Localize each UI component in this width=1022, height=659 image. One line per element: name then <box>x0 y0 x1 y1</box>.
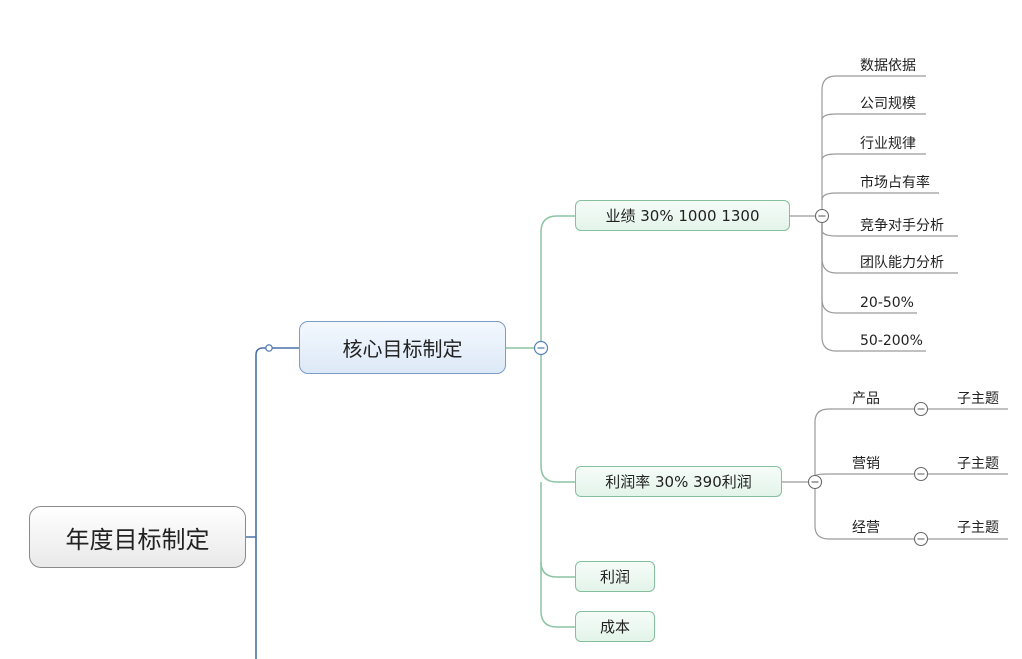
main-branch-lines <box>506 215 575 628</box>
profit-rate-collapse-icon <box>807 474 823 490</box>
root-topic[interactable]: 年度目标制定 <box>29 506 246 568</box>
main-collapse-icon <box>533 340 549 356</box>
subtopic-profit-rate[interactable]: 利润率 30% 390利润 <box>575 466 782 497</box>
main-collapse-dot <box>265 344 273 352</box>
leaf-product-subtopic[interactable]: 子主题 <box>957 391 999 407</box>
leaf-operations-subtopic[interactable]: 子主题 <box>957 520 999 536</box>
leaf-range-20-50[interactable]: 20-50% <box>860 295 914 311</box>
branch-to-cost <box>540 562 575 628</box>
leaf-marketing[interactable]: 营销 <box>852 456 880 472</box>
branch-to-performance <box>540 215 575 348</box>
subtopic-performance[interactable]: 业绩 30% 1000 1300 <box>575 200 790 231</box>
branch-to-profit-rate <box>540 348 575 483</box>
leaf-industry-pattern[interactable]: 行业规律 <box>860 136 916 152</box>
branch-to-profit <box>540 482 575 578</box>
leaf-competitor-analysis[interactable]: 竞争对手分析 <box>860 218 944 234</box>
leaf-company-scale[interactable]: 公司规模 <box>860 96 916 112</box>
performance-leaf-lines <box>790 75 958 352</box>
leaf-range-50-200[interactable]: 50-200% <box>860 333 923 349</box>
root-to-main-line <box>246 347 267 538</box>
leaf-product[interactable]: 产品 <box>852 391 880 407</box>
leaf-market-share[interactable]: 市场占有率 <box>860 175 930 191</box>
leaf-team-ability-analysis[interactable]: 团队能力分析 <box>860 255 944 271</box>
performance-collapse-icon <box>814 208 830 224</box>
leaf-marketing-subtopic[interactable]: 子主题 <box>957 456 999 472</box>
leaf-operations[interactable]: 经营 <box>852 520 880 536</box>
child-collapse-icons <box>913 401 929 547</box>
leaf-data-basis[interactable]: 数据依据 <box>860 58 916 74</box>
subtopic-cost[interactable]: 成本 <box>575 611 655 642</box>
subtopic-profit[interactable]: 利润 <box>575 561 655 592</box>
main-topic-core-goal[interactable]: 核心目标制定 <box>299 321 506 374</box>
root-connectors <box>246 347 299 659</box>
